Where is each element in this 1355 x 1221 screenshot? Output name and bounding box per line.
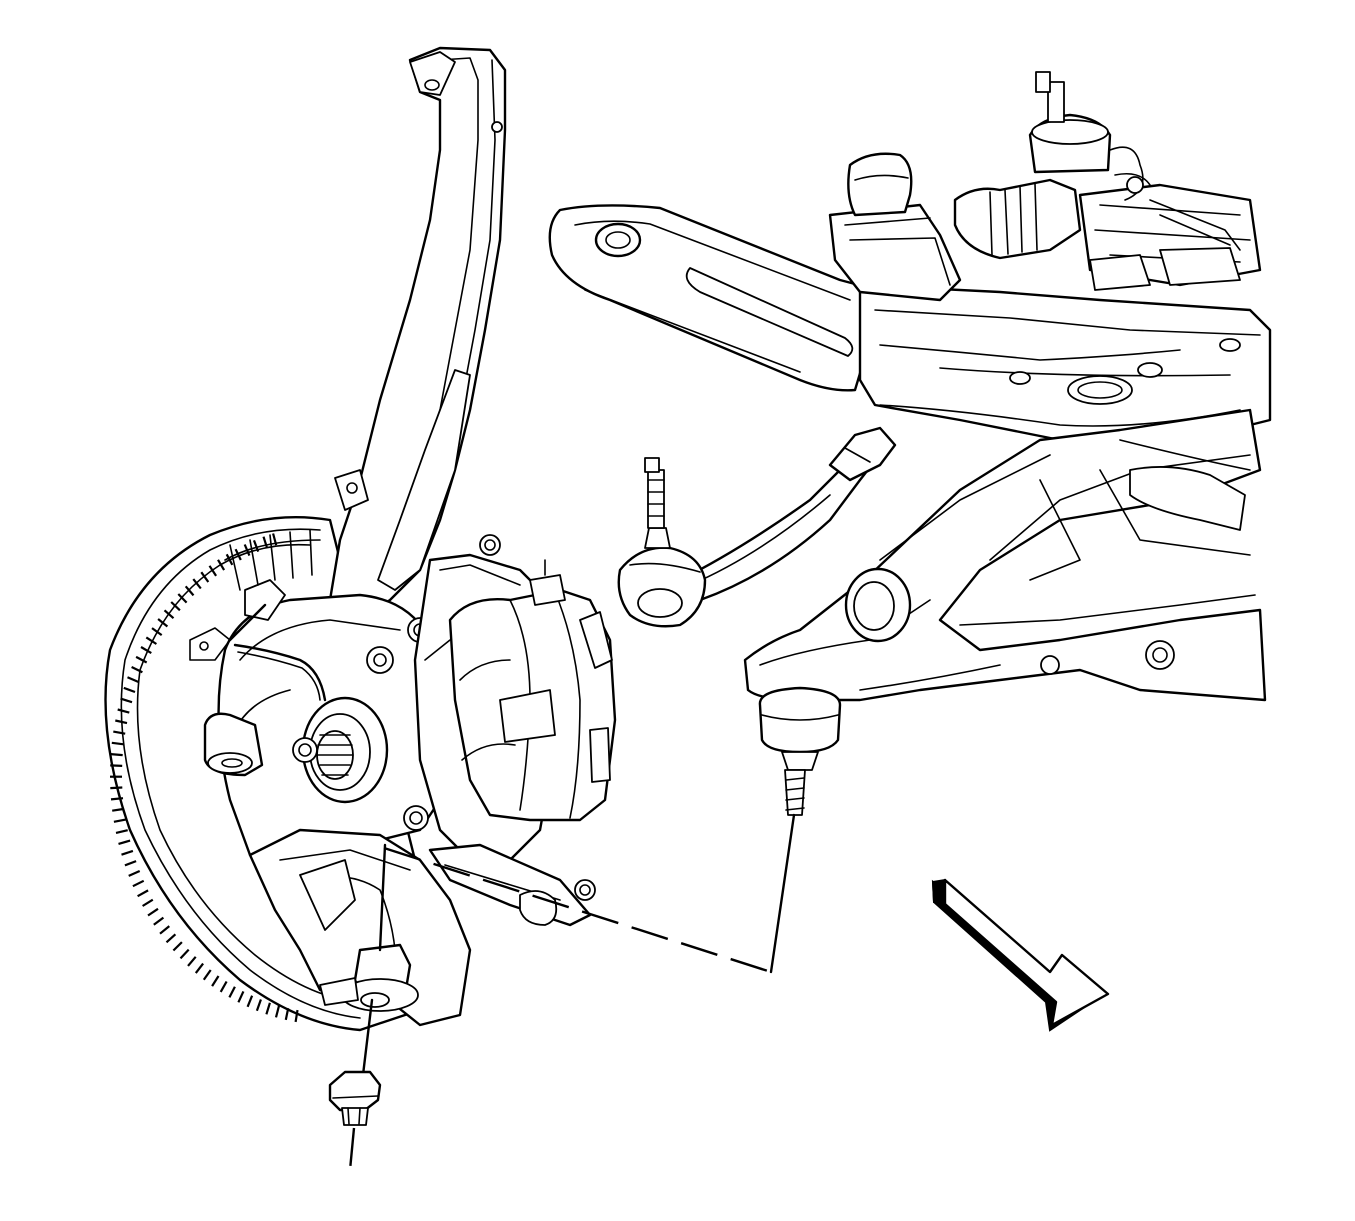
- tone-ring-tooth: [219, 980, 228, 993]
- tone-ring-tooth: [132, 879, 145, 888]
- tone-ring-tooth: [115, 719, 128, 725]
- tone-ring-tooth: [157, 618, 169, 628]
- tone-ring-tooth: [284, 1007, 290, 1021]
- steering-knuckle: [189, 46, 596, 1027]
- tone-ring-tooth: [145, 636, 158, 645]
- tone-ring-tooth: [135, 655, 148, 664]
- tone-ring-tooth: [163, 609, 175, 620]
- tone-ring-tooth: [113, 818, 126, 823]
- tone-ring-tooth: [127, 676, 139, 684]
- tone-ring-tooth: [177, 593, 188, 604]
- tone-ring-tooth: [110, 753, 123, 757]
- tone-ring-tooth: [159, 925, 170, 935]
- tone-ring-tooth: [120, 697, 133, 704]
- tone-ring-tooth: [274, 1005, 281, 1018]
- tone-ring-tooth: [113, 730, 126, 735]
- tone-ring-tooth: [115, 829, 128, 834]
- tone-ring-tooth: [246, 995, 254, 1008]
- tone-ring-tooth: [137, 889, 149, 898]
- front-suspension-crossmember: [548, 71, 1272, 442]
- tone-ring-tooth: [124, 860, 137, 867]
- tone-ring-tooth: [110, 797, 124, 801]
- tone-ring-tooth: [151, 627, 163, 636]
- tone-ring-tooth: [255, 999, 262, 1012]
- ball-joint-nut: [328, 998, 382, 1171]
- tone-ring-tooth: [123, 686, 136, 694]
- tone-ring-tooth: [294, 1009, 299, 1023]
- tone-ring-tooth: [252, 540, 260, 552]
- tone-ring-tooth: [228, 986, 236, 998]
- tone-ring-tooth: [117, 708, 130, 714]
- tone-ring-tooth: [165, 933, 177, 944]
- tone-ring-tooth: [208, 565, 218, 577]
- tone-ring-tooth: [118, 839, 131, 845]
- tone-ring-tooth: [170, 601, 181, 612]
- tone-ring-tooth: [128, 869, 141, 877]
- tone-ring-tooth: [142, 898, 154, 907]
- tone-ring-tooth: [200, 571, 210, 583]
- tone-ring-tooth: [140, 646, 152, 655]
- brake-caliper: [413, 553, 617, 927]
- tone-ring-tooth: [110, 786, 123, 790]
- tone-ring-tooth: [237, 990, 245, 1003]
- tone-ring-tooth: [153, 916, 165, 926]
- outer-tie-rod-end: [617, 426, 897, 628]
- tone-ring-tooth: [202, 969, 212, 981]
- tone-ring-tooth: [265, 1002, 271, 1015]
- tone-ring-tooth: [184, 585, 195, 597]
- lower-control-arm: [743, 408, 1267, 702]
- tone-ring-tooth: [187, 956, 197, 967]
- tone-ring-tooth: [172, 941, 183, 952]
- tone-ring-tooth: [111, 741, 124, 746]
- tone-ring-tooth: [112, 807, 125, 812]
- front-direction-arrow-icon: [931, 878, 1110, 1032]
- tone-ring-tooth: [234, 548, 242, 561]
- tone-ring-tooth: [217, 559, 226, 571]
- tone-ring-tooth: [179, 948, 190, 960]
- lower-ball-joint: [758, 686, 842, 974]
- installation-leader-lines: [378, 843, 772, 974]
- tone-ring-tooth: [225, 553, 234, 566]
- tone-ring-tooth: [131, 666, 143, 674]
- tone-ring-tooth: [147, 907, 159, 917]
- tone-ring-tooth: [121, 849, 134, 856]
- tone-ring-tooth: [211, 975, 220, 987]
- tone-ring-teeth: [110, 533, 299, 1023]
- tone-ring-tooth: [192, 578, 202, 590]
- tone-ring-tooth: [110, 764, 123, 767]
- tone-ring-tooth: [262, 536, 269, 549]
- tone-ring-tooth: [194, 962, 204, 974]
